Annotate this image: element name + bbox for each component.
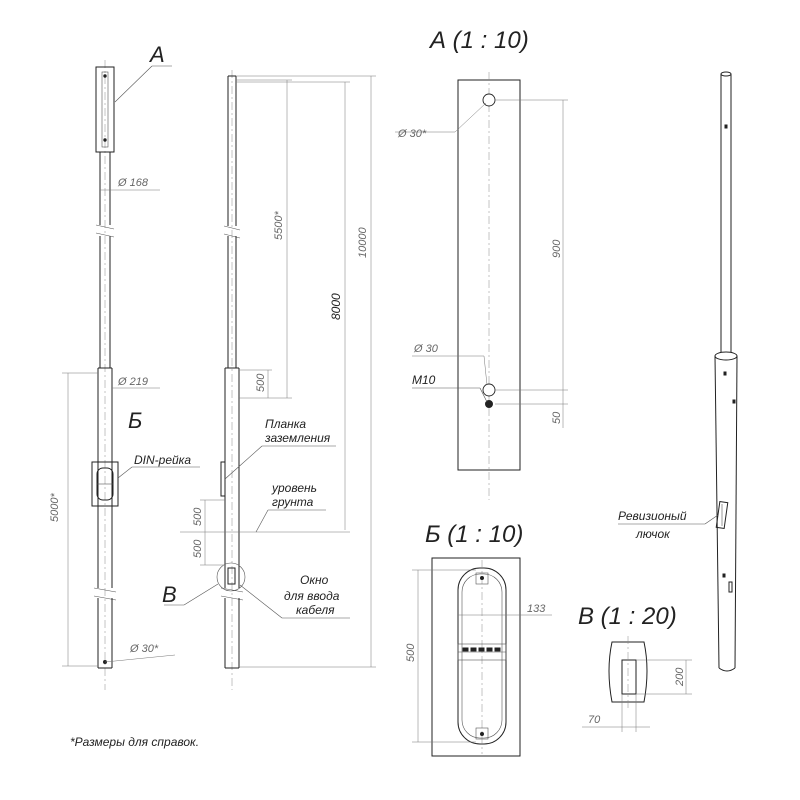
dim-v-200-text: 200	[674, 667, 686, 687]
dim-d168: Ø 168	[100, 177, 160, 191]
dim-a-d30-top-text: Ø 30*	[397, 128, 427, 140]
dim-a-50: 50	[495, 390, 568, 428]
dim-500-mid: 500	[239, 369, 272, 398]
dim-v-70: 70	[582, 694, 650, 732]
dim-a-d30-top: Ø 30*	[395, 102, 487, 140]
dim-5500-text: 5500*	[273, 211, 285, 240]
reference-note: *Размеры для справок.	[70, 735, 199, 749]
dim-a-900-text: 900	[551, 239, 563, 258]
ground-callout: уровень грунта	[255, 481, 326, 533]
view-v-title: В (1 : 20)	[578, 603, 677, 630]
callout-a: А	[114, 42, 172, 103]
window-label-line2: для ввода	[284, 589, 340, 603]
dim-a-50-text: 50	[551, 411, 563, 424]
hatch-callout: Ревизионый лючок	[618, 509, 719, 541]
pole-perspective-view	[714, 71, 738, 672]
pole-front-view	[91, 60, 119, 690]
dim-500-upper-text: 500	[192, 507, 204, 526]
dim-d30-left: Ø 30*	[104, 643, 176, 663]
ground-label-line2: грунта	[272, 495, 314, 509]
dim-8000-text: 8000	[329, 293, 343, 320]
hatch-label-line1: Ревизионый	[618, 509, 687, 523]
dim-v-200: 200	[636, 659, 692, 695]
ground-label-line1: уровень	[271, 481, 317, 495]
dim-a-d30-bottom: Ø 30	[412, 343, 488, 386]
dim-10000: 10000	[236, 75, 376, 668]
dim-v-70-text: 70	[588, 714, 601, 726]
dim-a-900: 900	[495, 99, 568, 391]
dim-b-500-text: 500	[405, 643, 417, 662]
view-v: В (1 : 20)	[578, 603, 677, 708]
dim-8000: 8000	[236, 81, 350, 530]
dim-b-133-text: 133	[527, 603, 546, 615]
dim-5000: 5000*	[49, 372, 98, 667]
dim-d219-text: Ø 219	[117, 376, 148, 388]
m10-callout: М10	[412, 373, 488, 403]
callout-b: Б DIN-рейка	[117, 408, 200, 479]
grounding-callout: Планка заземления	[224, 417, 336, 480]
dim-b-500: 500	[405, 569, 476, 743]
m10-label: М10	[412, 373, 436, 387]
callout-v: В	[162, 582, 219, 607]
window-label-line1: Окно	[300, 573, 329, 587]
dim-a-d30-bottom-text: Ø 30	[413, 343, 439, 355]
hatch-label-line2: лючок	[635, 527, 671, 541]
window-label-line3: кабеля	[296, 603, 335, 617]
dim-b-133: 133	[458, 603, 552, 616]
view-b-title: Б (1 : 10)	[425, 521, 523, 548]
view-a: А (1 : 10)	[428, 27, 529, 500]
dim-5500: 5500*	[236, 79, 292, 399]
dim-500-lower-text: 500	[192, 539, 204, 558]
dim-5000-text: 5000*	[49, 493, 61, 522]
din-rail-label: DIN-рейка	[134, 453, 191, 467]
dim-10000-text: 10000	[357, 227, 369, 258]
grounding-label-line2: заземления	[264, 431, 331, 445]
callout-b-label: Б	[128, 408, 142, 433]
dim-500-mid-text: 500	[255, 373, 267, 392]
callout-a-label: А	[148, 42, 165, 67]
dim-d219: Ø 219	[112, 376, 160, 389]
dim-d168-text: Ø 168	[117, 177, 149, 189]
dim-d30-left-text: Ø 30*	[129, 643, 159, 655]
window-callout: Окно для ввода кабеля	[239, 573, 350, 619]
ground-level: 500 500	[180, 499, 350, 566]
callout-v-label: В	[162, 582, 177, 607]
view-b: Б (1 : 10)	[425, 521, 523, 757]
view-a-title: А (1 : 10)	[428, 27, 529, 54]
pole-side-view	[216, 70, 246, 690]
grounding-label-line1: Планка	[265, 417, 306, 431]
